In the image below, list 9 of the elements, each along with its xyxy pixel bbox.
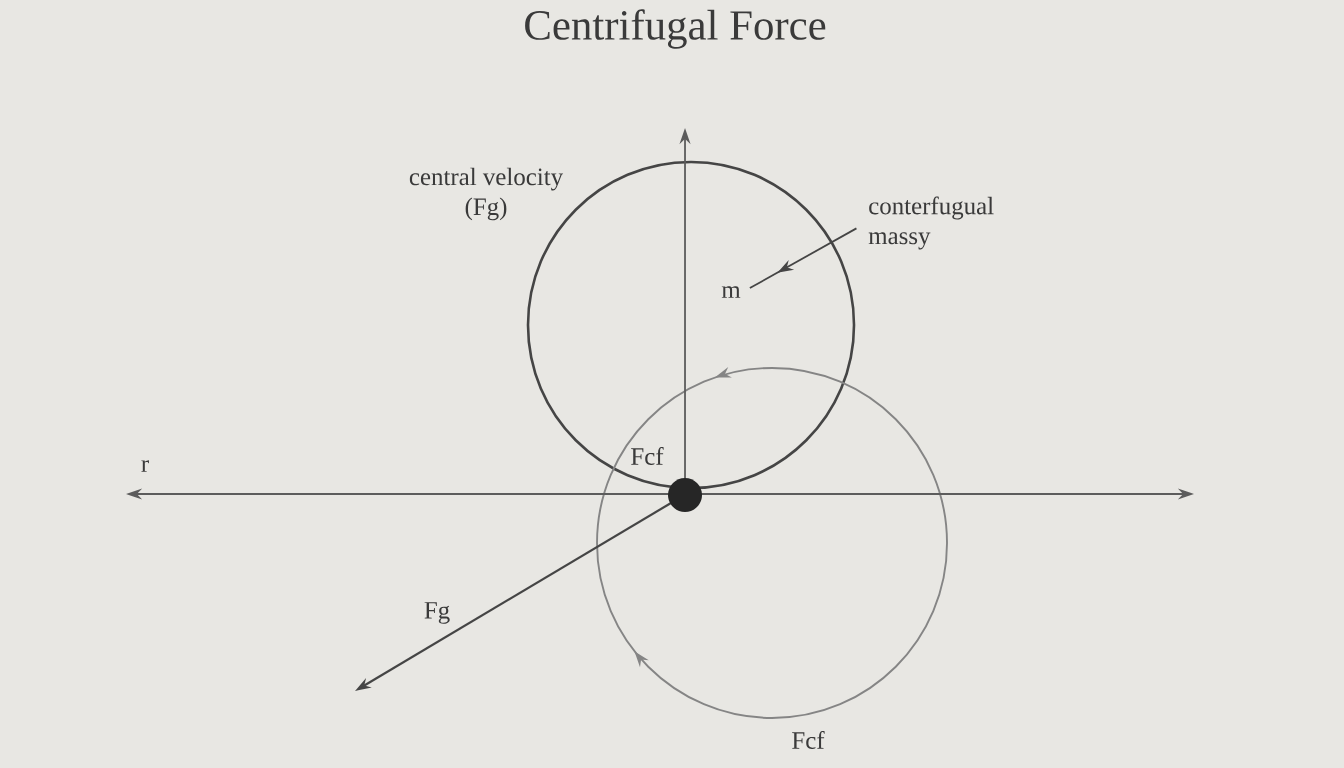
force-label: Fcf — [631, 447, 664, 465]
annotation-text: central velocity (Fg) — [409, 167, 564, 221]
leader-arrow — [749, 227, 858, 289]
mass-label: m — [721, 286, 741, 298]
callout-text: conterfugual massy — [868, 196, 994, 250]
title: Centrifugal Force — [525, 9, 826, 49]
force-label: Fcf — [792, 731, 825, 749]
axis-label: r — [141, 460, 149, 472]
force-label: Fg — [424, 602, 450, 624]
